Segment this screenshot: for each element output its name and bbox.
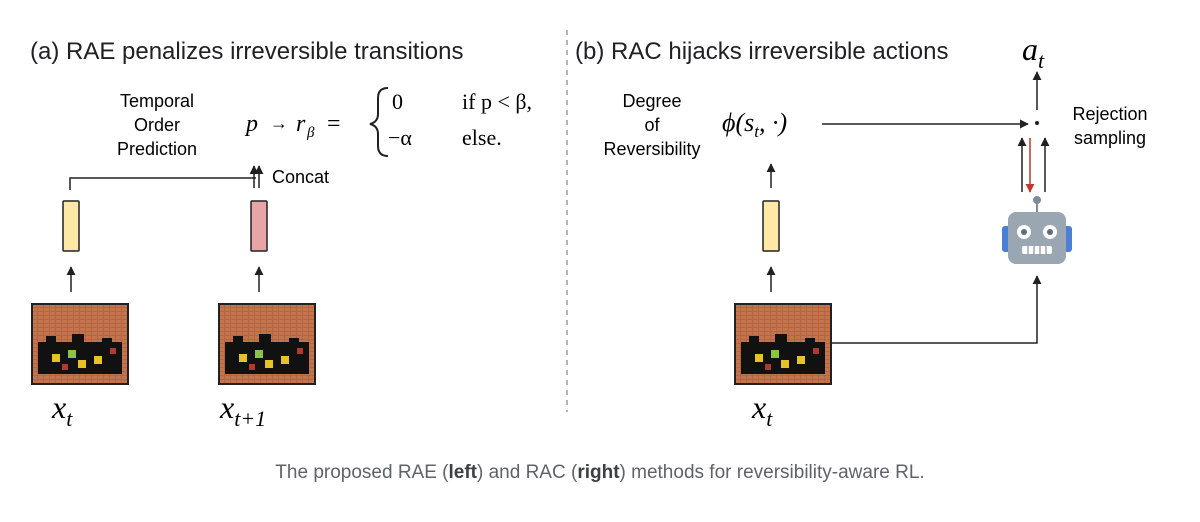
temporal-order-label-line1: Temporal xyxy=(120,91,194,111)
figure-caption: The proposed RAE (left) and RAC (right) … xyxy=(0,462,1200,484)
degree-label-line3: Reversibility xyxy=(603,139,700,159)
observation-image-xt xyxy=(31,303,129,385)
robot-icon xyxy=(1002,196,1072,264)
formula-case1-value: 0 xyxy=(392,89,403,114)
formula-r-sub: β xyxy=(306,125,315,141)
panel-b-title: (b) RAC hijacks irreversible actions xyxy=(575,38,948,65)
temporal-order-label-line3: Prediction xyxy=(117,139,197,159)
arrow-obs-to-robot xyxy=(832,275,1042,344)
observation-image-b xyxy=(734,303,832,385)
action-label: at xyxy=(1022,31,1045,73)
concat-label: Concat xyxy=(272,167,329,187)
obs-label-b: xt xyxy=(751,389,773,431)
formula-equals: = xyxy=(327,111,341,137)
caption-left: left xyxy=(448,462,478,483)
observation-image-xt1 xyxy=(218,303,316,385)
phi-expression: ϕ(st, ·) xyxy=(722,108,787,141)
formula-arrow: → xyxy=(270,113,288,133)
reward-formula: p → r β = 0 if p < β, −α else. xyxy=(244,87,532,157)
embedding-box-xt xyxy=(62,200,80,252)
caption-suffix: ) methods for reversibility-aware RL. xyxy=(619,462,925,483)
temporal-order-label-line2: Order xyxy=(134,115,180,135)
obs-label-b-sub: t xyxy=(766,406,773,431)
caption-middle: ) and RAC ( xyxy=(477,462,578,483)
caption-right: right xyxy=(577,462,620,483)
rejection-node xyxy=(1035,121,1039,125)
obs-label-xt-sub: t xyxy=(66,406,73,431)
phi-sub: t xyxy=(754,122,760,141)
embedding-box-xt1 xyxy=(250,200,268,252)
embedding-box-b xyxy=(762,200,780,252)
degree-label-line1: Degree xyxy=(622,91,681,111)
formula-p: p xyxy=(244,111,258,137)
rejection-label-line2: sampling xyxy=(1074,128,1146,148)
formula-case2-cond: else. xyxy=(462,125,502,150)
panel-a-title: (a) RAE penalizes irreversible transitio… xyxy=(30,38,464,65)
obs-label-xt1: xt+1 xyxy=(219,389,266,431)
rejection-label-line1: Rejection xyxy=(1072,104,1147,124)
obs-label-xt: xt xyxy=(51,389,73,431)
phi-tail: , ·) xyxy=(759,108,787,137)
formula-r: r xyxy=(296,111,306,137)
formula-case2-value: −α xyxy=(388,125,412,150)
concat-connector-line xyxy=(69,177,256,190)
action-label-sub: t xyxy=(1038,48,1045,73)
degree-label-line2: of xyxy=(644,115,660,135)
formula-case1-cond: if p < β, xyxy=(462,89,532,114)
formula-brace xyxy=(369,87,389,157)
caption-prefix: The proposed RAE ( xyxy=(275,462,449,483)
obs-label-xt1-sub: t+1 xyxy=(234,406,266,431)
